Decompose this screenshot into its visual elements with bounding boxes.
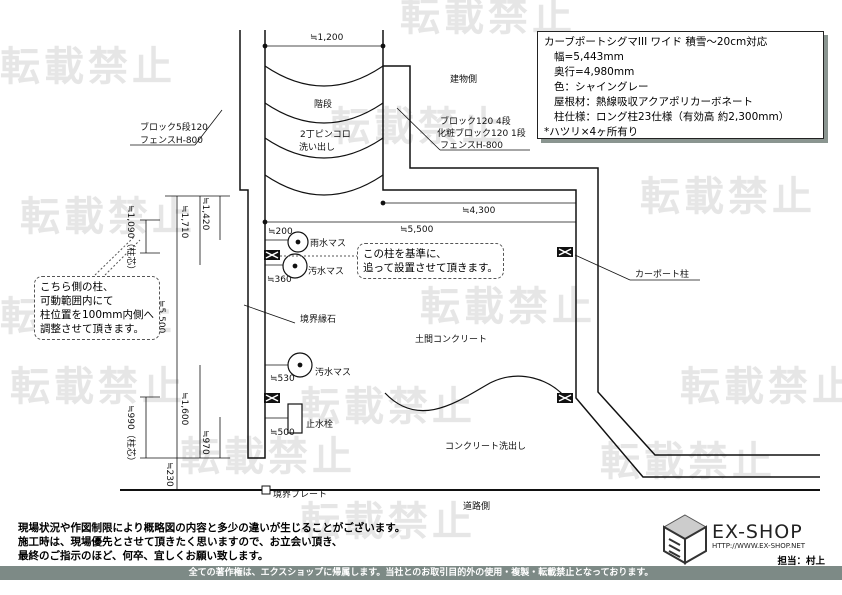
spec-note: *ハツリ×4ヶ所有り: [544, 126, 639, 138]
right-wall-label: 化粧ブロック120 1段: [437, 127, 526, 139]
stairs-finish-label: 2丁ピンコロ: [300, 129, 351, 140]
watermark: 転載禁止: [20, 194, 196, 240]
logo-cube-icon: [662, 514, 708, 565]
right-wall-label: ブロック120 4段: [440, 115, 511, 127]
callout-line: こちら側の柱、: [40, 281, 114, 293]
watermark: 転載禁止: [300, 499, 476, 545]
watermarks: 転載禁止 転載禁止 転載禁止 転載禁止 転載禁止 転載禁止 転載禁止 転載禁止 …: [0, 0, 842, 545]
dim-500: ≒500: [270, 428, 295, 438]
right-wall-inner: [382, 66, 820, 478]
spec-title: カーブポートシグマIII ワイド 積雪～20cm対応: [544, 36, 768, 48]
dim-1600: ≒1,600: [179, 392, 189, 426]
dim-1090: ≒1,090（柱芯）: [125, 205, 137, 274]
boundary-plate-label: 境界プレート: [273, 488, 327, 500]
sewage-basin-label: 汚水マス: [315, 366, 351, 378]
logo-name: EX-SHOP: [712, 521, 803, 543]
callout-leader: [94, 235, 141, 276]
dim-200: ≒200: [268, 227, 293, 237]
ex-shop-logo: EX-SHOP HTTP://WWW.EX-SHOP.NET 担当：村上: [660, 513, 825, 567]
watermark: 転載禁止: [10, 364, 186, 410]
dim-360: ≒360: [267, 275, 292, 285]
building-side-label: 建物側: [450, 73, 477, 85]
carport-posts: [264, 247, 573, 403]
product-spec-box: カーブポートシグマIII ワイド 積雪～20cm対応 幅=5,443mm 奥行=…: [537, 31, 824, 139]
left-wall: [239, 30, 266, 459]
post-icon: [557, 393, 573, 403]
dim-1420: ≒1,420: [200, 197, 210, 231]
boundary-plate-icon: [261, 485, 271, 495]
dim-5500-vertical: ≒5,500: [156, 300, 166, 334]
watermark: 転載禁止: [0, 44, 176, 90]
callout-line: 調整させて頂きます。: [40, 323, 144, 335]
rain-basin-label: 雨水マス: [310, 237, 346, 249]
water-stop-icon: [287, 403, 303, 434]
note-line: 現場状況や作図制限により概略図の内容と多少の違いが生じることがございます。: [18, 522, 406, 534]
dim-5500-horizontal: ≒5,500: [400, 225, 434, 235]
note-line: 最終のご指示のほど、何卒、宜しくお願い致します。: [18, 550, 269, 562]
left-post-callout: こちら側の柱、 可動範囲内にて 柱位置を100mm内側へ 調整させて頂きます。: [34, 276, 160, 340]
earth-floor-label: 土間コンクリート: [415, 333, 487, 345]
disclaimer-notes: 現場状況や作図制限により概略図の内容と多少の違いが生じることがございます。 施工…: [18, 521, 405, 563]
spec-depth: 奥行=4,980mm: [554, 66, 635, 78]
callout-line: 可動範囲内にて: [40, 295, 114, 307]
concrete-wash-label: コンクリート洗出し: [445, 440, 526, 452]
post-icon: [264, 250, 280, 260]
spec-roof: 屋根材：熱線吸収アクアポリカーボネート: [554, 96, 753, 108]
post-icon: [557, 247, 573, 257]
dim-4300: ≒4,300: [462, 206, 496, 216]
spec-post: 柱仕様：ロング柱23仕様（有効高 約2,300mm）: [554, 111, 790, 123]
right-wall-outer: [382, 30, 820, 456]
dim-990: ≒990（柱芯）: [125, 405, 137, 466]
watermark: 転載禁止: [680, 364, 842, 410]
dim-stairs-width: ≒1,200: [310, 33, 344, 43]
walls: [120, 30, 820, 491]
logo-url: HTTP://WWW.EX-SHOP.NET: [712, 542, 806, 550]
spec-width: 幅=5,443mm: [554, 51, 624, 63]
road-side-label: 道路側: [463, 500, 490, 512]
copyright-footer: 全ての著作権は、エクスショップに帰属します。当社とのお取引目的外の使用・複製・転…: [0, 566, 842, 580]
fixtures: [282, 231, 566, 434]
note-line: 施工時は、現場優先とさせて頂きたく思いますので、お立会い頂き、: [18, 536, 343, 548]
stairs-finish-label: 洗い出し: [299, 141, 335, 153]
dim-1710: ≒1,710: [179, 205, 189, 239]
staff-name: 担当：村上: [777, 556, 825, 567]
spec-color: 色：シャイングレー: [554, 81, 649, 93]
post-icon: [264, 393, 280, 403]
left-wall-label: ブロック5段120: [140, 121, 208, 133]
left-wall-label: フェンスH-800: [140, 136, 203, 146]
center-post-callout: この柱を基準に、 追って設置させて頂きます。: [357, 243, 504, 279]
right-wall-label: フェンスH-800: [440, 141, 503, 151]
watermark: 転載禁止: [180, 434, 356, 480]
callout-line: 柱位置を100mm内側へ: [40, 309, 154, 321]
watermark: 転載禁止: [420, 284, 596, 330]
dim-970: ≒970: [200, 430, 210, 455]
water-stop-label: 止水栓: [306, 418, 333, 430]
dim-530: ≒530: [270, 374, 295, 384]
dim-230: ≒230: [164, 462, 174, 487]
concrete-boundary-curve: [384, 375, 566, 412]
carport-post-label: カーポート柱: [635, 268, 689, 280]
stairs-label: 階段: [314, 98, 332, 110]
labels: ≒1,200 建物側 階段 2丁ピンコロ 洗い出し ブロック5段120 フェンス…: [125, 33, 689, 512]
boundary-stone-label: 境界縁石: [300, 313, 336, 325]
watermark: 転載禁止: [600, 439, 776, 485]
stairs: [264, 65, 384, 196]
sewage-basin-label: 汚水マス: [308, 265, 344, 277]
callout-line: 追って設置させて頂きます。: [363, 262, 498, 274]
callout-line: この柱を基準に、: [363, 248, 447, 260]
watermark: 転載禁止: [640, 174, 816, 220]
